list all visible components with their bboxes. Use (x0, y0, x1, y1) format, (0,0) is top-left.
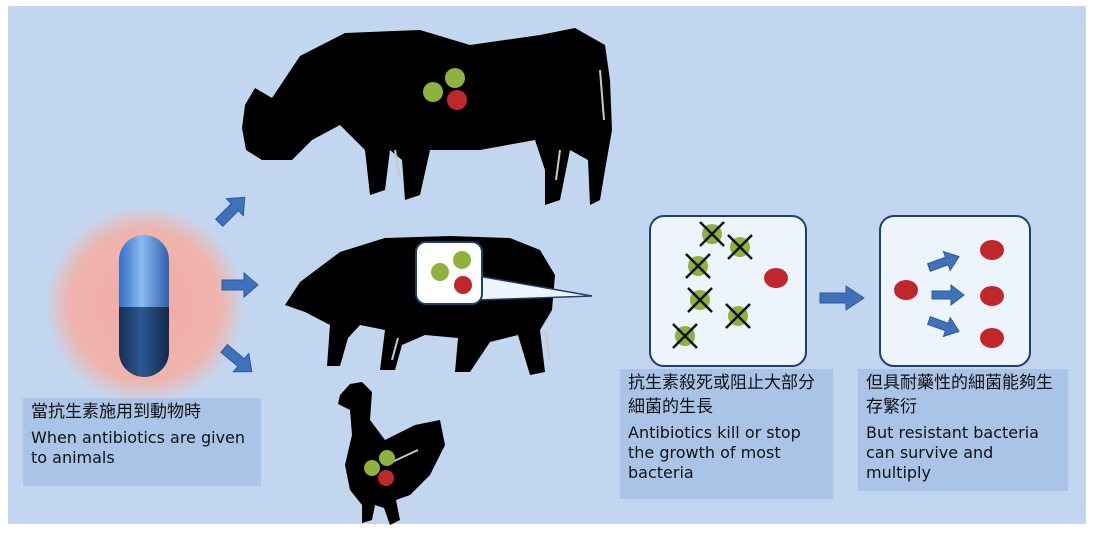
caption-resistant-en: But resistant bacteria can survive and m… (866, 423, 1060, 483)
capsule-icon (45, 205, 245, 405)
resistant-bacteria-icon (980, 286, 1004, 306)
bacteria-icon (431, 263, 449, 281)
bacteria-icon (379, 450, 395, 466)
resistant-bacteria-icon (980, 328, 1004, 348)
bacteria-icon (364, 460, 380, 476)
caption-animals: 當抗生素施用到動物時 When antibiotics are given to… (23, 398, 261, 486)
kill-panel (650, 216, 806, 366)
magnified-view (416, 242, 482, 304)
capsule-bottom (119, 307, 169, 377)
bacteria-icon (423, 82, 443, 102)
caption-kill-en: Antibiotics kill or stop the growth of m… (628, 423, 825, 483)
resistant-bacteria-icon (980, 240, 1004, 260)
resistant-panel (880, 216, 1030, 366)
caption-resistant-zh: 但具耐藥性的細菌能夠生存繁衍 (866, 371, 1060, 419)
resistant-bacteria-icon (764, 268, 788, 288)
bacteria-icon (454, 276, 472, 294)
caption-animals-zh: 當抗生素施用到動物時 (31, 400, 253, 424)
bacteria-icon (453, 251, 471, 269)
bacteria-icon (378, 470, 394, 486)
bacteria-icon (447, 90, 467, 110)
resistant-bacteria-icon (894, 280, 918, 300)
bacteria-icon (445, 68, 465, 88)
caption-kill-zh: 抗生素殺死或阻止大部分細菌的生長 (628, 371, 825, 419)
capsule-top (119, 235, 169, 307)
caption-kill: 抗生素殺死或阻止大部分細菌的生長 Antibiotics kill or sto… (620, 369, 833, 499)
caption-animals-en: When antibiotics are given to animals (31, 428, 253, 468)
caption-resistant: 但具耐藥性的細菌能夠生存繁衍 But resistant bacteria ca… (858, 369, 1068, 491)
